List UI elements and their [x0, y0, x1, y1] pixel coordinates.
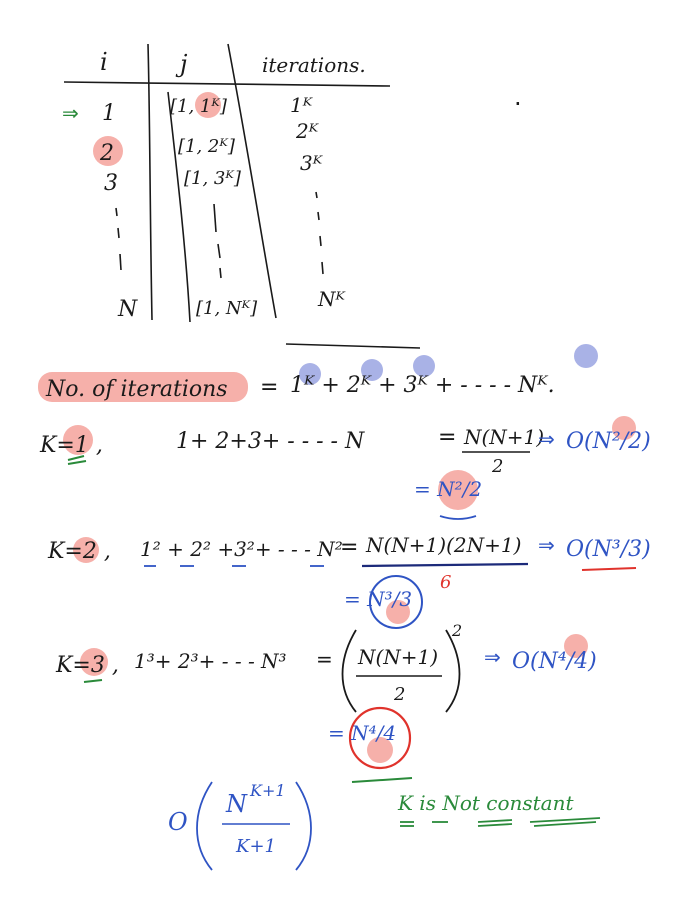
row-2-j: [1, 2ᴷ] — [178, 136, 236, 157]
row-n-j: [1, Nᴷ] — [196, 298, 258, 319]
k2-implies: ⇒ — [538, 533, 555, 557]
iteration-table: i j iterations. ⇒ 1 [1, 1ᴷ] 1ᴷ 2 [1, 2ᴷ]… — [62, 43, 522, 323]
row-2-iter: 2ᴷ — [295, 119, 320, 143]
k1-sum: 1+ 2+3+ - - - - N — [176, 429, 365, 454]
row-n-i: N — [117, 297, 138, 322]
general-den: K+1 — [235, 836, 276, 857]
k3-power: 2 — [451, 621, 462, 640]
header-i: i — [100, 48, 108, 76]
k2-label: K=2 , — [47, 539, 111, 564]
general-note: K is Not constant — [397, 791, 574, 815]
header-j: j — [175, 50, 188, 78]
row-arrow: ⇒ — [62, 101, 79, 125]
k3-num: N(N+1) — [357, 645, 438, 669]
k1-num: N(N+1) — [463, 425, 544, 449]
summary-label: No. of iterations — [45, 377, 228, 402]
k1-eq: = — [438, 425, 456, 450]
k1-label: K=1 , — [39, 433, 103, 458]
k3-bigo: O(N⁴/4) — [512, 649, 597, 674]
k2-eq: = — [340, 535, 358, 560]
k2-block: K=2 , 1² + 2² +3²+ - - - N² = N(N+1)(2N+… — [47, 533, 651, 629]
k3-sum: 1³+ 2³+ - - - N³ — [134, 649, 287, 673]
k1-bigo: O(N²/2) — [566, 429, 651, 454]
k3-label: K=3 , — [55, 653, 119, 678]
k2-den: 6 — [440, 572, 451, 593]
row-1-iter: 1ᴷ — [290, 93, 314, 117]
k3-den: 2 — [393, 684, 405, 705]
header-iterations: iterations. — [262, 53, 366, 77]
stray-dot: · — [514, 90, 522, 118]
k1-block: K=1 , 1+ 2+3+ - - - - N = N(N+1) 2 ⇒ O(N… — [39, 416, 651, 520]
k1-approx: = N²/2 — [414, 477, 482, 501]
k3-approx: = N⁴/4 — [328, 721, 396, 745]
summary-equation: No. of iterations = 1ᴷ + 2ᴷ + 3ᴷ + - - -… — [38, 343, 598, 402]
k3-block: K=3 , 1³+ 2³+ - - - N³ = N(N+1) 2 2 ⇒ O(… — [55, 621, 597, 783]
row-n-iter: Nᴷ — [317, 287, 347, 311]
k1-den: 2 — [491, 456, 503, 477]
general-o: O — [168, 808, 188, 836]
row-1-j: [1, 1ᴷ] — [170, 96, 228, 117]
summary-expr: 1ᴷ + 2ᴷ + 3ᴷ + - - - - Nᴷ. — [290, 373, 555, 398]
summary-eq: = — [260, 375, 278, 400]
k2-sum: 1² + 2² +3²+ - - - N² — [140, 537, 343, 561]
k1-implies: ⇒ — [538, 427, 555, 451]
row-3-i: 3 — [104, 171, 118, 196]
k3-implies: ⇒ — [484, 645, 501, 669]
row-1-i: 1 — [102, 101, 116, 126]
k3-eq: = — [316, 647, 333, 671]
general-result: O N K+1 K+1 K is Not constant — [168, 781, 601, 871]
k2-approx: = N³/3 — [344, 587, 412, 611]
k2-num: N(N+1)(2N+1) — [365, 533, 521, 557]
general-num: N — [225, 790, 248, 818]
row-2-i: 2 — [99, 141, 114, 166]
general-exp: K+1 — [249, 781, 286, 800]
row-3-j: [1, 3ᴷ] — [184, 168, 242, 189]
row-3-iter: 3ᴷ — [300, 151, 324, 175]
k2-bigo: O(N³/3) — [566, 537, 651, 562]
